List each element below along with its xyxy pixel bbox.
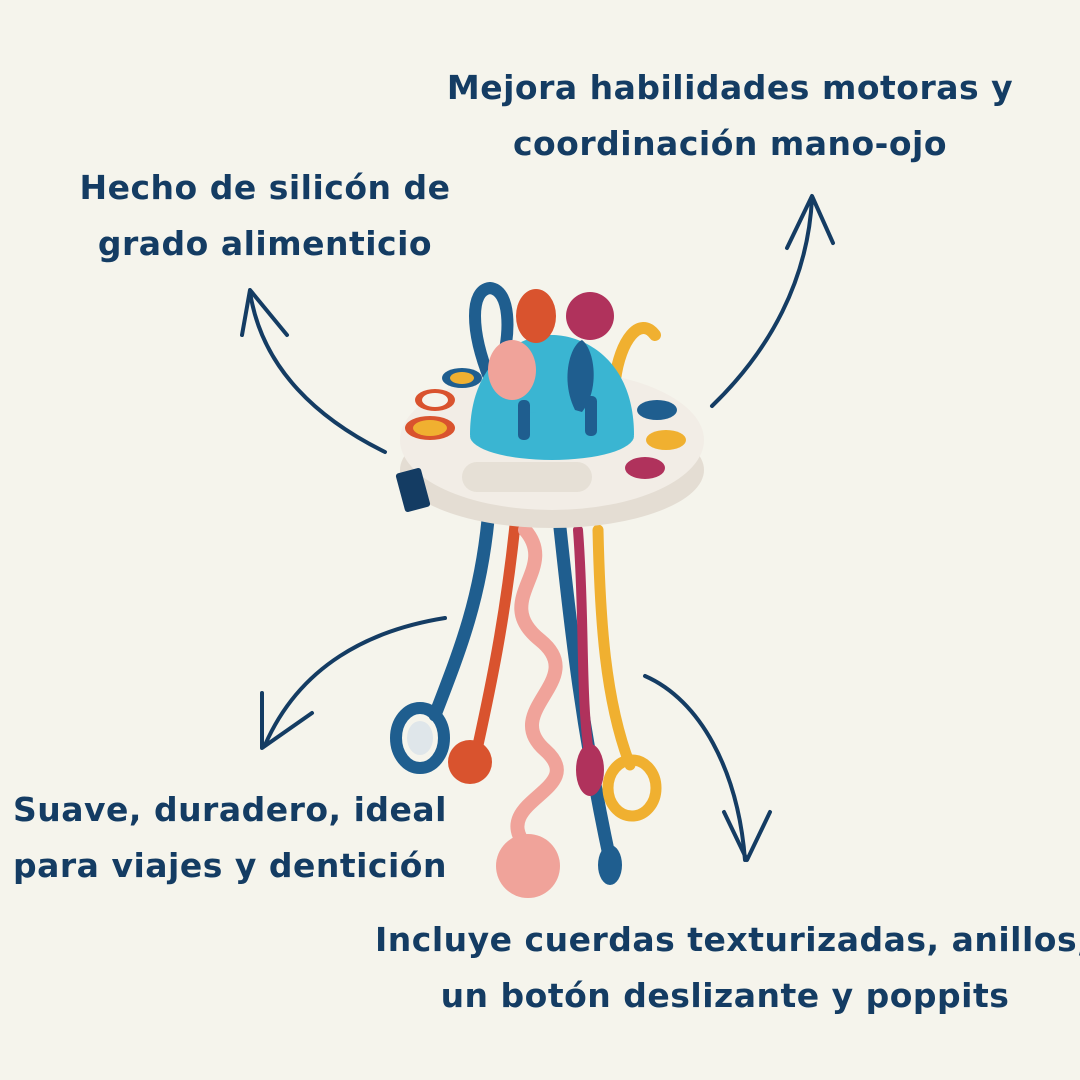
red-top-teether bbox=[516, 289, 556, 343]
blue-cord-center bbox=[553, 521, 617, 867]
magenta-teether bbox=[576, 744, 604, 796]
caption-food-grade-silicone: Hecho de silicón de grado alimenticio bbox=[70, 160, 460, 272]
arrow-icon bbox=[240, 288, 387, 454]
red-cord bbox=[472, 519, 521, 751]
arrow-icon bbox=[643, 674, 772, 862]
pink-teether bbox=[496, 834, 560, 898]
blue-tip bbox=[598, 845, 622, 885]
magenta-cord bbox=[573, 525, 595, 765]
caption-line: Suave, duradero, ideal bbox=[13, 790, 447, 829]
blue-top-loop bbox=[469, 281, 514, 386]
caption-line: Mejora habilidades motoras y bbox=[446, 68, 1014, 107]
slider-track bbox=[462, 462, 592, 492]
caption-soft-durable: Suave, duradero, ideal para viajes y den… bbox=[0, 782, 460, 894]
pink-wavy-cord bbox=[510, 523, 564, 852]
blue-leaf bbox=[567, 340, 594, 412]
caption-line: Incluye cuerdas texturizadas, anillos, bbox=[375, 920, 1080, 959]
yellow-cord bbox=[592, 524, 636, 771]
red-teether bbox=[448, 740, 492, 784]
label-tag bbox=[395, 467, 431, 513]
yellow-hook bbox=[609, 322, 661, 386]
arrow-icon bbox=[260, 616, 447, 750]
caption-line: grado alimenticio bbox=[97, 224, 433, 263]
yellow-ring bbox=[602, 754, 662, 822]
caption-motor-skills: Mejora habilidades motoras y coordinació… bbox=[430, 60, 1030, 172]
arrow-icon bbox=[710, 194, 835, 408]
caption-includes-features: Incluye cuerdas texturizadas, anillos, u… bbox=[375, 912, 1080, 1024]
pink-top-teether bbox=[488, 340, 536, 400]
blue-ring bbox=[390, 702, 450, 774]
blue-cord-left bbox=[428, 513, 495, 722]
caption-line: Hecho de silicón de bbox=[79, 168, 451, 207]
caption-line: coordinación mano-ojo bbox=[512, 124, 948, 163]
caption-line: para viajes y dentición bbox=[13, 846, 447, 885]
magenta-top-teether bbox=[566, 292, 614, 340]
caption-line: un botón deslizante y poppits bbox=[440, 976, 1010, 1015]
